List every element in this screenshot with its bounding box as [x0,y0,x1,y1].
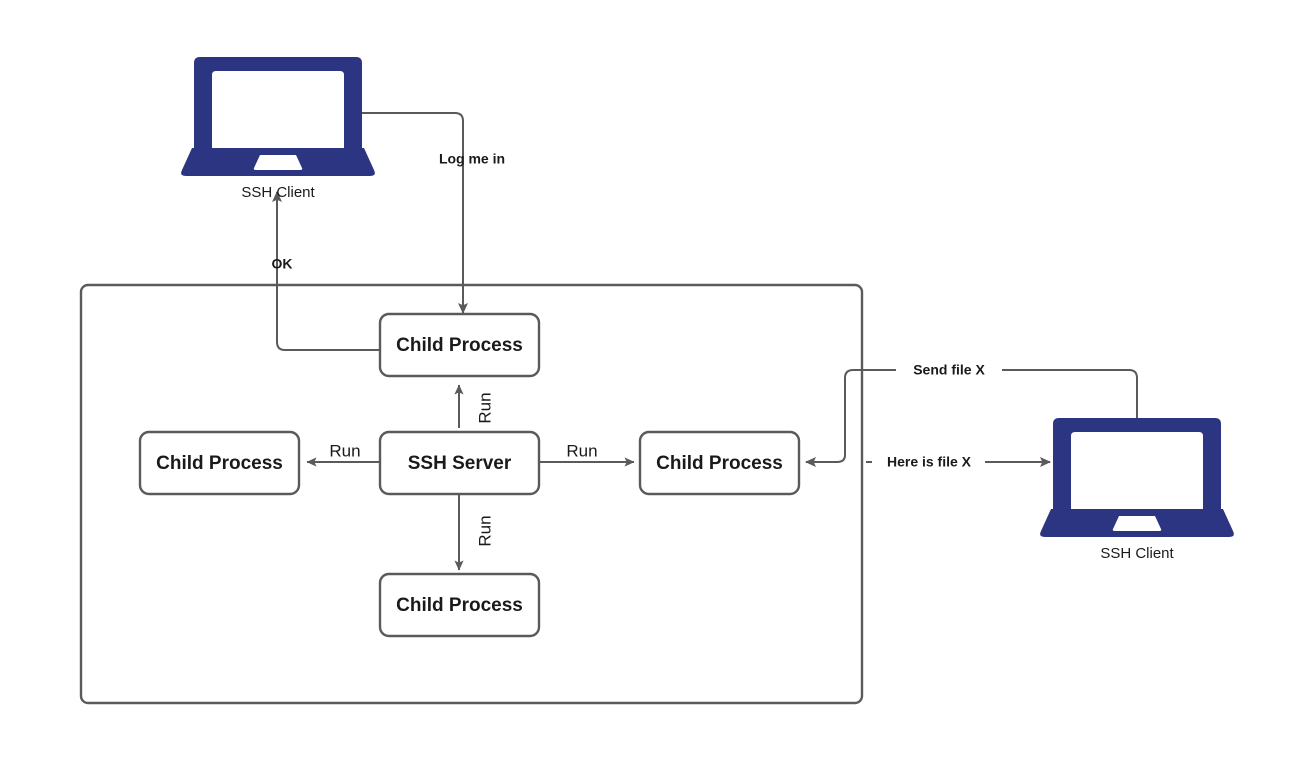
edge-label-log-me-in: Log me in [439,151,505,167]
ssh-client-right-label: SSH Client [1100,545,1174,562]
node-label: Child Process [396,595,523,616]
node-label: Child Process [396,335,523,356]
ssh-client-top-label: SSH Client [241,184,315,201]
node-box[interactable] [638,430,801,496]
edge-label-ok: OK [272,256,293,272]
node-box[interactable] [378,312,541,378]
laptop-icon [1040,418,1234,537]
server-host-container [79,283,864,705]
edge-label-here-is-file-x: Here is file X [887,454,972,470]
node-label: SSH Server [408,453,512,474]
label-backing [896,361,1002,379]
node-label: Child Process [156,453,283,474]
node-label: Child Process [656,453,783,474]
node-box[interactable] [378,430,541,496]
node-child-process-left[interactable]: Child Process [138,430,301,496]
edge-ok [272,191,379,351]
node-box[interactable] [378,572,541,638]
node-ssh-server[interactable]: SSH Server [378,430,541,496]
node-child-process-top[interactable]: Child Process [378,312,541,378]
edge-log-me-in [355,112,468,314]
edge-send-file-x [805,369,1138,467]
label-backing [872,453,985,471]
ssh-client-top-device: SSH Client [181,57,375,201]
ssh-client-right-device: SSH Client [1040,418,1234,562]
edge-label-run-right: Run [566,441,597,460]
edge-label-run-down: Run [475,515,494,546]
node-child-process-bottom[interactable]: Child Process [378,572,541,638]
edge-label-run-up: Run [475,392,494,423]
edge-label-run-left: Run [329,441,360,460]
edge-label-send-file-x: Send file X [913,362,985,378]
laptop-icon [181,57,375,176]
edge-label-here-is-file-x-group: Here is file X [872,453,985,471]
edge-label-send-file-x-group: Send file X [896,361,1002,379]
node-child-process-right[interactable]: Child Process [638,430,801,496]
node-box[interactable] [138,430,301,496]
